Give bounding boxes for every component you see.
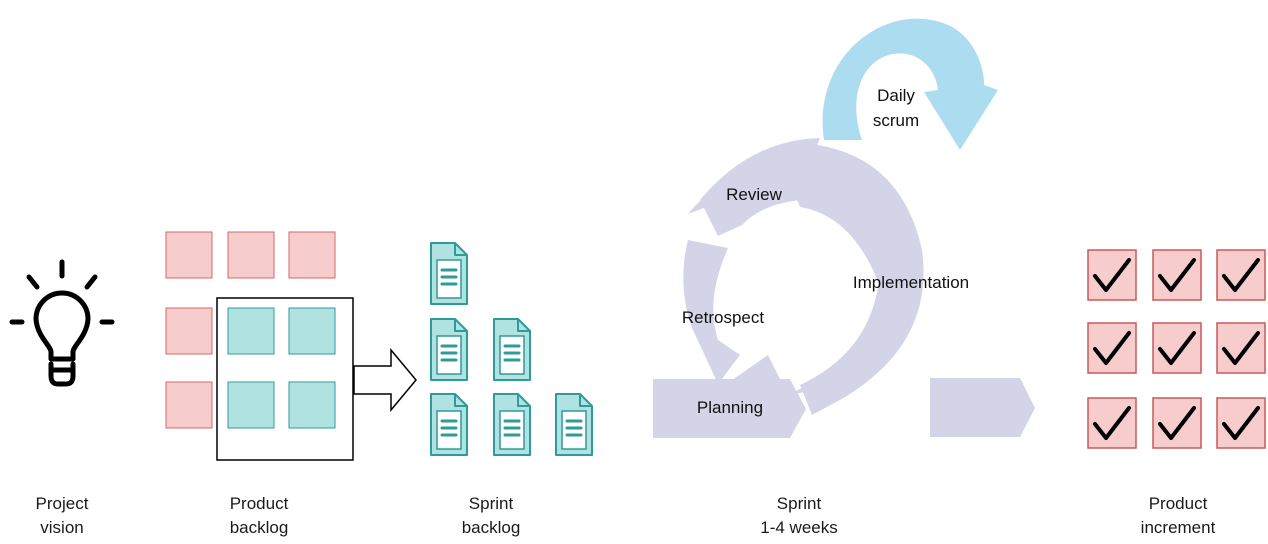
hollow-arrow-icon — [353, 347, 417, 413]
stage-caption-product-increment: Product increment — [1098, 492, 1258, 540]
selected-backlog-item — [288, 307, 336, 355]
product-increment-grid — [1087, 249, 1266, 449]
sprint-selection-frame — [216, 297, 354, 461]
sprint-backlog-documents — [430, 242, 593, 456]
cycle-label-daily-1: Daily — [877, 86, 915, 105]
daily-scrum-arrow — [822, 18, 998, 151]
stage-caption-sprint: Sprint 1-4 weeks — [719, 492, 879, 540]
selected-backlog-item — [288, 381, 336, 429]
lightbulb-icon — [9, 259, 115, 387]
caption-line: Product — [229, 494, 289, 513]
checkmark-icon — [1087, 322, 1137, 374]
caption-line: increment — [1140, 518, 1216, 537]
backlog-item — [288, 231, 336, 279]
cycle-label-daily-2: scrum — [873, 111, 919, 130]
stage-caption-project-vision: Project vision — [0, 492, 142, 540]
caption-line: 1-4 weeks — [760, 518, 838, 537]
caption-line: Sprint — [468, 494, 514, 513]
checkmark-icon — [1152, 249, 1202, 301]
document-icon — [430, 242, 468, 305]
cycle-label-review: Review — [726, 185, 782, 204]
review-segment — [700, 138, 838, 236]
document-icon — [493, 393, 531, 456]
document-icon — [430, 318, 468, 381]
cycle-label-implementation: Implementation — [853, 273, 969, 292]
checkmark-icon — [1216, 322, 1266, 374]
caption-line: backlog — [229, 518, 289, 537]
product-backlog-grid — [165, 231, 336, 429]
checkmark-icon — [1152, 322, 1202, 374]
backlog-item — [165, 231, 213, 279]
stage-caption-sprint-backlog: Sprint backlog — [411, 492, 571, 540]
checkmark-icon — [1087, 397, 1137, 449]
caption-line: Product — [1148, 494, 1208, 513]
document-icon — [555, 393, 593, 456]
caption-line: vision — [40, 518, 84, 537]
checkmark-icon — [1087, 249, 1137, 301]
retrospect-segment — [683, 240, 740, 384]
caption-line: Sprint — [776, 494, 822, 513]
checkmark-icon — [1216, 397, 1266, 449]
checkmark-icon — [1152, 397, 1202, 449]
cycle-label-planning: Planning — [697, 398, 763, 417]
caption-line: Project — [35, 494, 89, 513]
cycle-right-arc — [800, 143, 924, 415]
selected-backlog-item — [227, 381, 275, 429]
checkmark-icon — [1216, 249, 1266, 301]
backlog-item — [227, 231, 275, 279]
document-icon — [493, 318, 531, 381]
increment-arrow — [930, 378, 1035, 437]
backlog-item — [165, 381, 213, 429]
cycle-label-retrospect: Retrospect — [682, 308, 764, 327]
caption-line: backlog — [461, 518, 521, 537]
document-icon — [430, 393, 468, 456]
backlog-item — [165, 307, 213, 355]
stage-caption-product-backlog: Product backlog — [179, 492, 339, 540]
selected-backlog-item — [227, 307, 275, 355]
sprint-cycle: Daily scrum Review Implementation Retros… — [653, 18, 1035, 438]
